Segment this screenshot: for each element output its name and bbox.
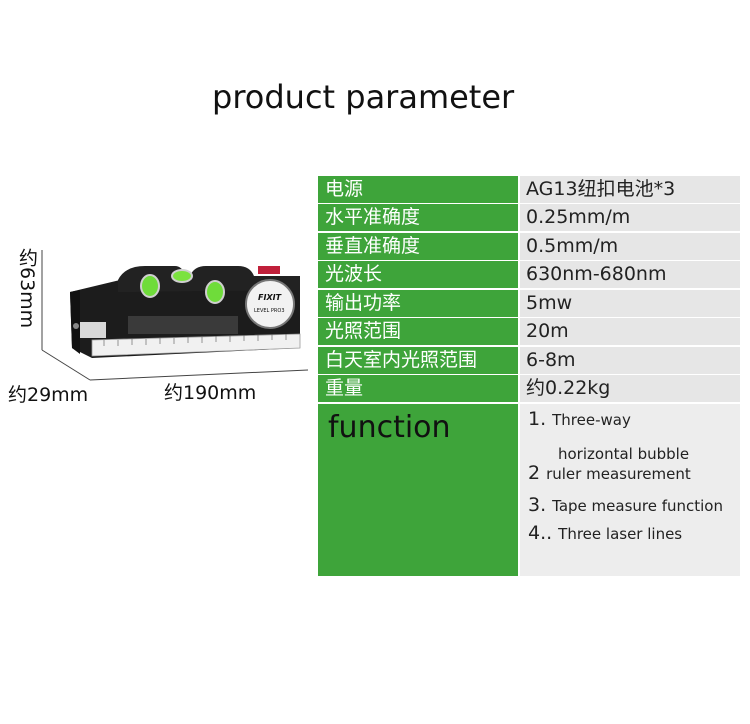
param-value: 630nm-680nm <box>520 261 740 288</box>
depth-dimension: 约29mm <box>8 384 89 406</box>
function-number: 3. <box>528 494 547 516</box>
table-row: 输出功率 5mw <box>318 290 740 318</box>
parameter-table: 电源 AG13纽扣电池*3 水平准确度 0.25mm/m 垂直准确度 0.5mm… <box>318 176 740 576</box>
param-key: 光波长 <box>318 261 518 288</box>
param-key: 输出功率 <box>318 290 518 317</box>
param-value: AG13纽扣电池*3 <box>520 176 740 203</box>
laser-level-illustration: FIXIT LEVEL PRO3 <box>41 250 309 381</box>
table-row: 电源 AG13纽扣电池*3 <box>318 176 740 204</box>
function-item: 1. Three-way <box>528 408 631 430</box>
param-value: 6-8m <box>520 347 740 374</box>
param-key: 白天室内光照范围 <box>318 347 518 374</box>
param-value: 20m <box>520 318 740 345</box>
table-row: 垂直准确度 0.5mm/m <box>318 233 740 261</box>
function-item: 4.. Three laser lines <box>528 522 682 544</box>
function-text: horizontal bubble <box>558 445 690 463</box>
param-key: 垂直准确度 <box>318 233 518 260</box>
table-row: 水平准确度 0.25mm/m <box>318 204 740 232</box>
function-label: function <box>318 404 518 576</box>
param-key: 电源 <box>318 176 518 203</box>
table-row: 光照范围 20m <box>318 318 740 346</box>
param-value: 约0.22kg <box>520 375 740 402</box>
brand-label: FIXIT <box>258 293 282 302</box>
function-item: horizontal bubble <box>552 442 689 464</box>
function-number: 4.. <box>528 522 553 544</box>
width-dimension: 约190mm <box>164 382 257 404</box>
height-dimension: 约63mm <box>16 248 38 329</box>
param-value: 0.5mm/m <box>520 233 740 260</box>
function-text: Three-way <box>552 411 631 429</box>
model-label: LEVEL PRO3 <box>254 308 285 314</box>
param-value: 5mw <box>520 290 740 317</box>
function-list: 1. Three-way horizontal bubble 2 ruler mea… <box>520 404 740 576</box>
page-title: product parameter <box>212 78 515 116</box>
table-row: 白天室内光照范围 6-8m <box>318 347 740 375</box>
function-text: Tape measure function <box>552 497 723 515</box>
param-key: 水平准确度 <box>318 204 518 231</box>
table-row: 光波长 630nm-680nm <box>318 261 740 289</box>
function-text: Three laser lines <box>558 525 683 543</box>
table-row: 重量 约0.22kg <box>318 375 740 403</box>
function-item: 3. Tape measure function <box>528 494 723 516</box>
param-value: 0.25mm/m <box>520 204 740 231</box>
function-number: 2 <box>528 462 541 484</box>
param-key: 光照范围 <box>318 318 518 345</box>
param-key: 重量 <box>318 375 518 402</box>
function-text: ruler measurement <box>546 465 691 483</box>
function-number: 1. <box>528 408 547 430</box>
function-item: 2 ruler measurement <box>528 462 691 484</box>
